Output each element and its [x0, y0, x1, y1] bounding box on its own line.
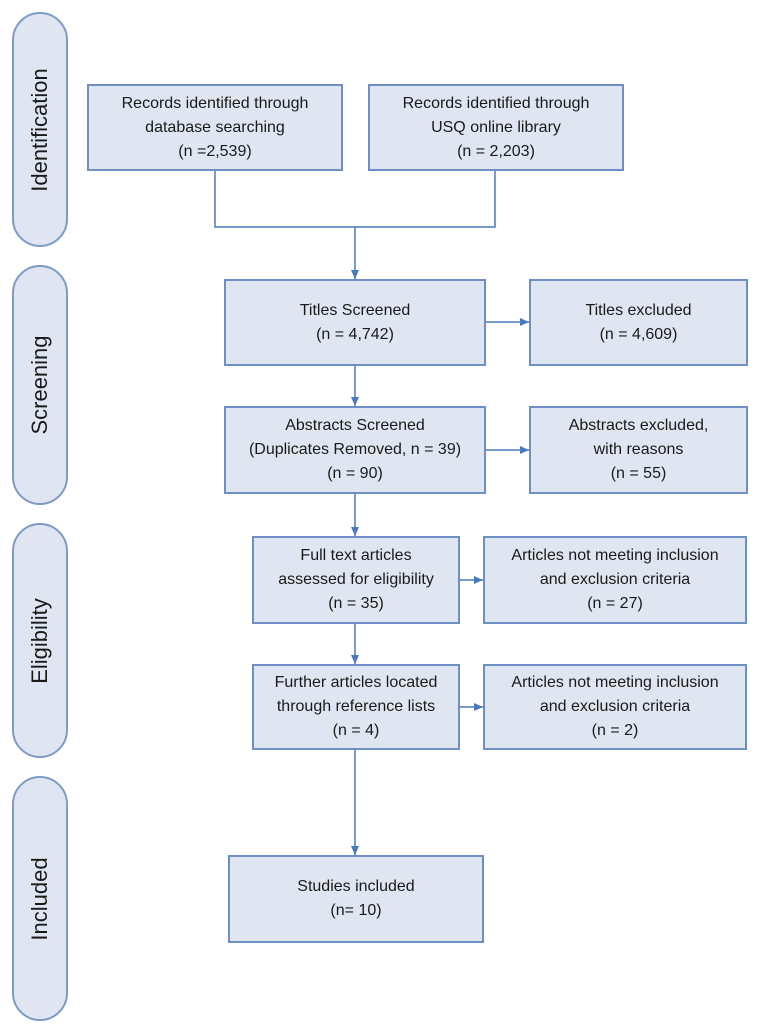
stage-eligibility: Eligibility	[12, 523, 68, 758]
box-not-meeting-1: Articles not meeting inclusion and exclu…	[483, 536, 747, 624]
connector-identification-merge	[214, 171, 496, 228]
box-studies-included: Studies included (n= 10)	[228, 855, 484, 943]
box-abstracts-excluded: Abstracts excluded, with reasons (n = 55…	[529, 406, 748, 494]
stage-screening: Screening	[12, 265, 68, 505]
box-records-database: Records identified through database sear…	[87, 84, 343, 171]
box-titles-excluded: Titles excluded (n = 4,609)	[529, 279, 748, 366]
stage-identification: Identification	[12, 12, 68, 247]
box-not-meeting-2: Articles not meeting inclusion and exclu…	[483, 664, 747, 750]
stage-included: Included	[12, 776, 68, 1021]
box-abstracts-screened: Abstracts Screened (Duplicates Removed, …	[224, 406, 486, 494]
box-full-text: Full text articles assessed for eligibil…	[252, 536, 460, 624]
box-titles-screened: Titles Screened (n = 4,742)	[224, 279, 486, 366]
box-further-articles: Further articles located through referen…	[252, 664, 460, 750]
box-records-usq: Records identified through USQ online li…	[368, 84, 624, 171]
